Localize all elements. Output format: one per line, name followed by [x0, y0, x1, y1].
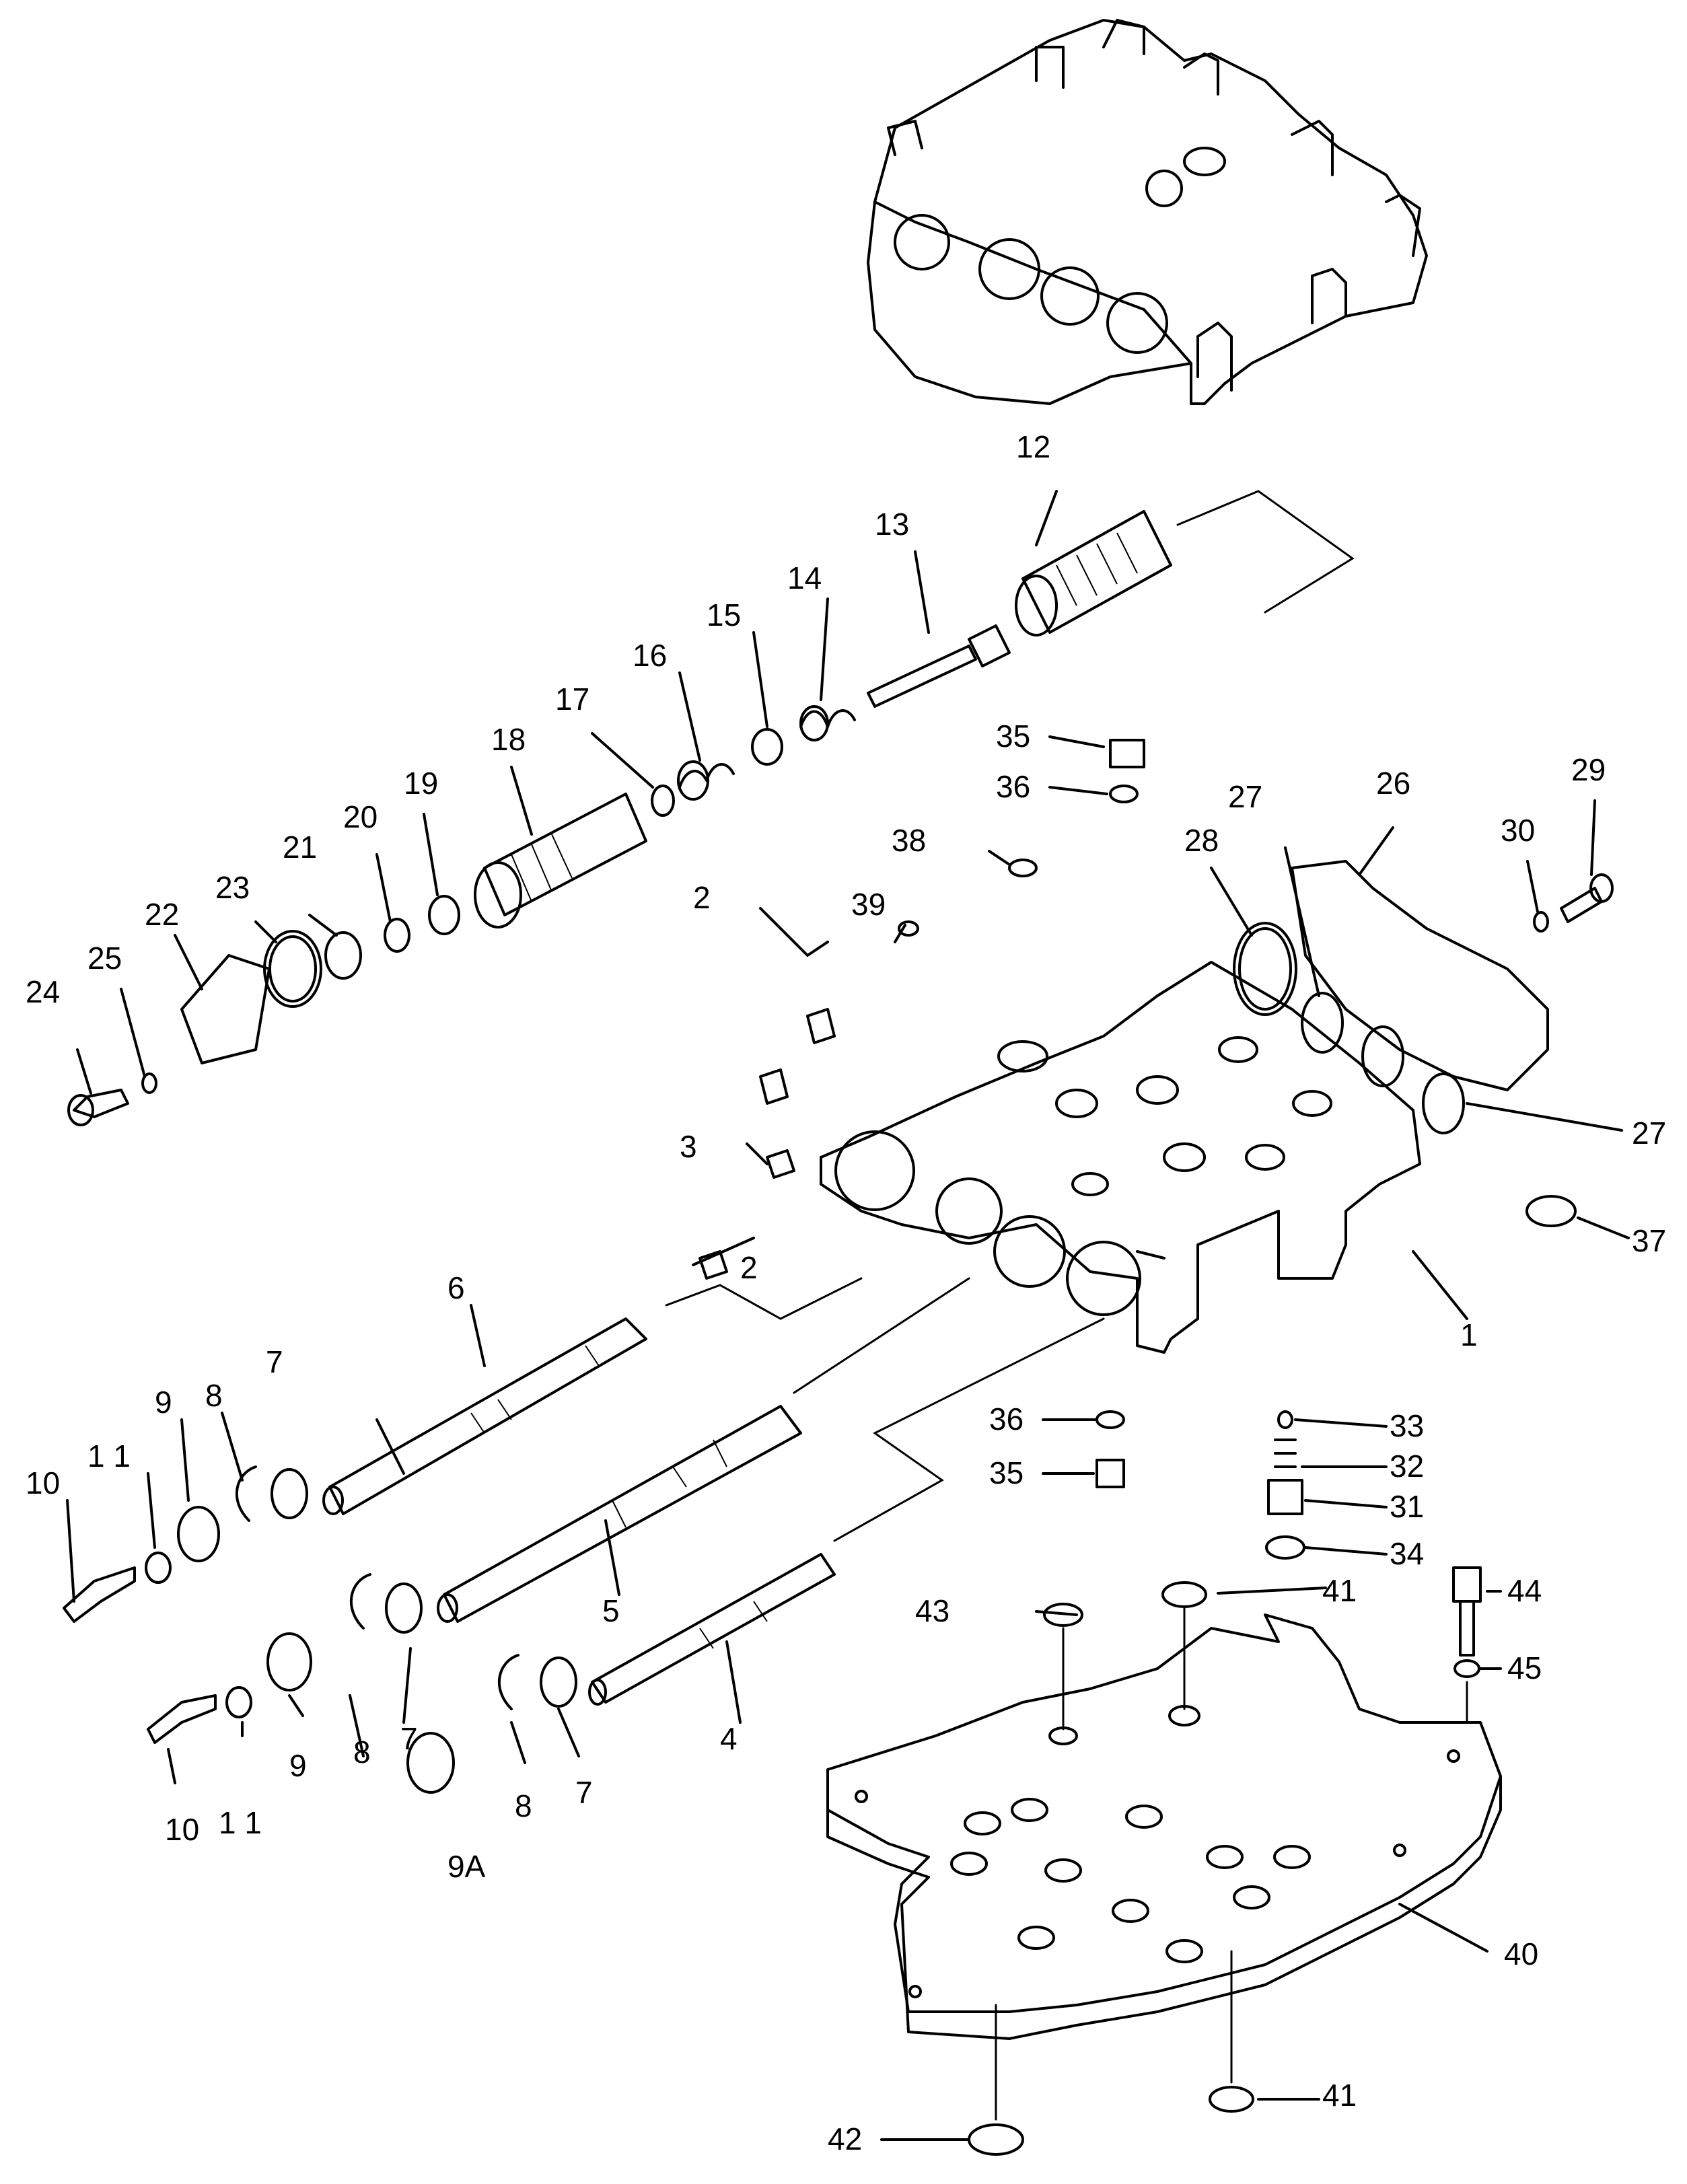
callout-38: 38	[892, 823, 926, 858]
callout-40: 40	[1504, 1936, 1538, 1971]
callout-15: 15	[707, 597, 741, 632]
callout-10: 10	[26, 1465, 60, 1500]
callout-12: 12	[1016, 429, 1050, 464]
callout-13: 13	[875, 507, 909, 542]
leader-lines	[66, 490, 1630, 2141]
callout-44: 44	[1507, 1573, 1542, 1608]
callout-8: 8	[353, 1735, 371, 1770]
callout-10: 10	[165, 1812, 199, 1847]
callout-8: 8	[515, 1788, 532, 1823]
callout-7: 7	[400, 1721, 418, 1756]
callout-35: 35	[996, 719, 1030, 754]
callout-22: 22	[145, 897, 179, 932]
callout-5: 5	[602, 1593, 620, 1628]
callout-25: 25	[87, 941, 122, 976]
callout-41: 41	[1322, 1573, 1357, 1608]
callout-27: 27	[1632, 1116, 1666, 1151]
callout-labels: 1 2 2 3 4 5 6 7 7 7 8 8 8 9 9 9A 10 10 1…	[26, 429, 1666, 2156]
callout-6: 6	[447, 1270, 465, 1305]
callout-36: 36	[989, 1402, 1024, 1436]
callout-36: 36	[996, 769, 1030, 804]
callout-32: 32	[1390, 1449, 1424, 1484]
callout-17: 17	[555, 682, 589, 717]
callout-28: 28	[1184, 823, 1219, 858]
callout-11: 1 1	[219, 1805, 262, 1840]
callout-8: 8	[205, 1378, 223, 1413]
callout-27: 27	[1228, 779, 1262, 814]
callout-9: 9	[289, 1748, 307, 1783]
callout-9A: 9A	[447, 1849, 486, 1884]
right-seals-plate	[698, 739, 1614, 1280]
callout-26: 26	[1376, 766, 1410, 801]
upper-spool-assembly	[67, 490, 1355, 1126]
callout-20: 20	[343, 799, 378, 834]
callout-43: 43	[915, 1593, 949, 1628]
callout-45: 45	[1507, 1650, 1542, 1685]
callout-3: 3	[680, 1129, 697, 1164]
main-valve-body	[820, 961, 1421, 1354]
callout-1: 1	[1460, 1317, 1478, 1352]
callout-42: 42	[828, 2121, 862, 2156]
callout-35: 35	[989, 1455, 1024, 1490]
callout-34: 34	[1390, 1536, 1424, 1571]
callout-21: 21	[283, 830, 317, 865]
callout-7: 7	[266, 1344, 283, 1379]
callout-4: 4	[720, 1721, 738, 1756]
callout-9: 9	[155, 1385, 172, 1420]
bottom-separator-plate	[826, 1566, 1502, 2156]
callout-24: 24	[26, 974, 60, 1009]
callout-39: 39	[851, 887, 886, 922]
callout-2: 2	[693, 880, 711, 915]
callout-37: 37	[1632, 1223, 1666, 1258]
callout-30: 30	[1501, 813, 1535, 848]
callout-7: 7	[575, 1775, 593, 1810]
callout-2: 2	[740, 1250, 758, 1285]
callout-11: 1 1	[87, 1439, 131, 1473]
callout-18: 18	[491, 722, 526, 757]
callout-29: 29	[1571, 752, 1606, 787]
lower-check-parts	[1096, 1410, 1305, 1560]
callout-33: 33	[1390, 1408, 1424, 1443]
callout-16: 16	[633, 638, 667, 673]
callout-31: 31	[1390, 1489, 1424, 1524]
callout-23: 23	[215, 870, 250, 905]
callout-14: 14	[787, 560, 822, 595]
callout-41: 41	[1322, 2078, 1357, 2113]
lower-spools	[63, 1277, 1105, 1794]
upper-cover-part	[867, 19, 1428, 405]
callout-19: 19	[404, 766, 438, 801]
